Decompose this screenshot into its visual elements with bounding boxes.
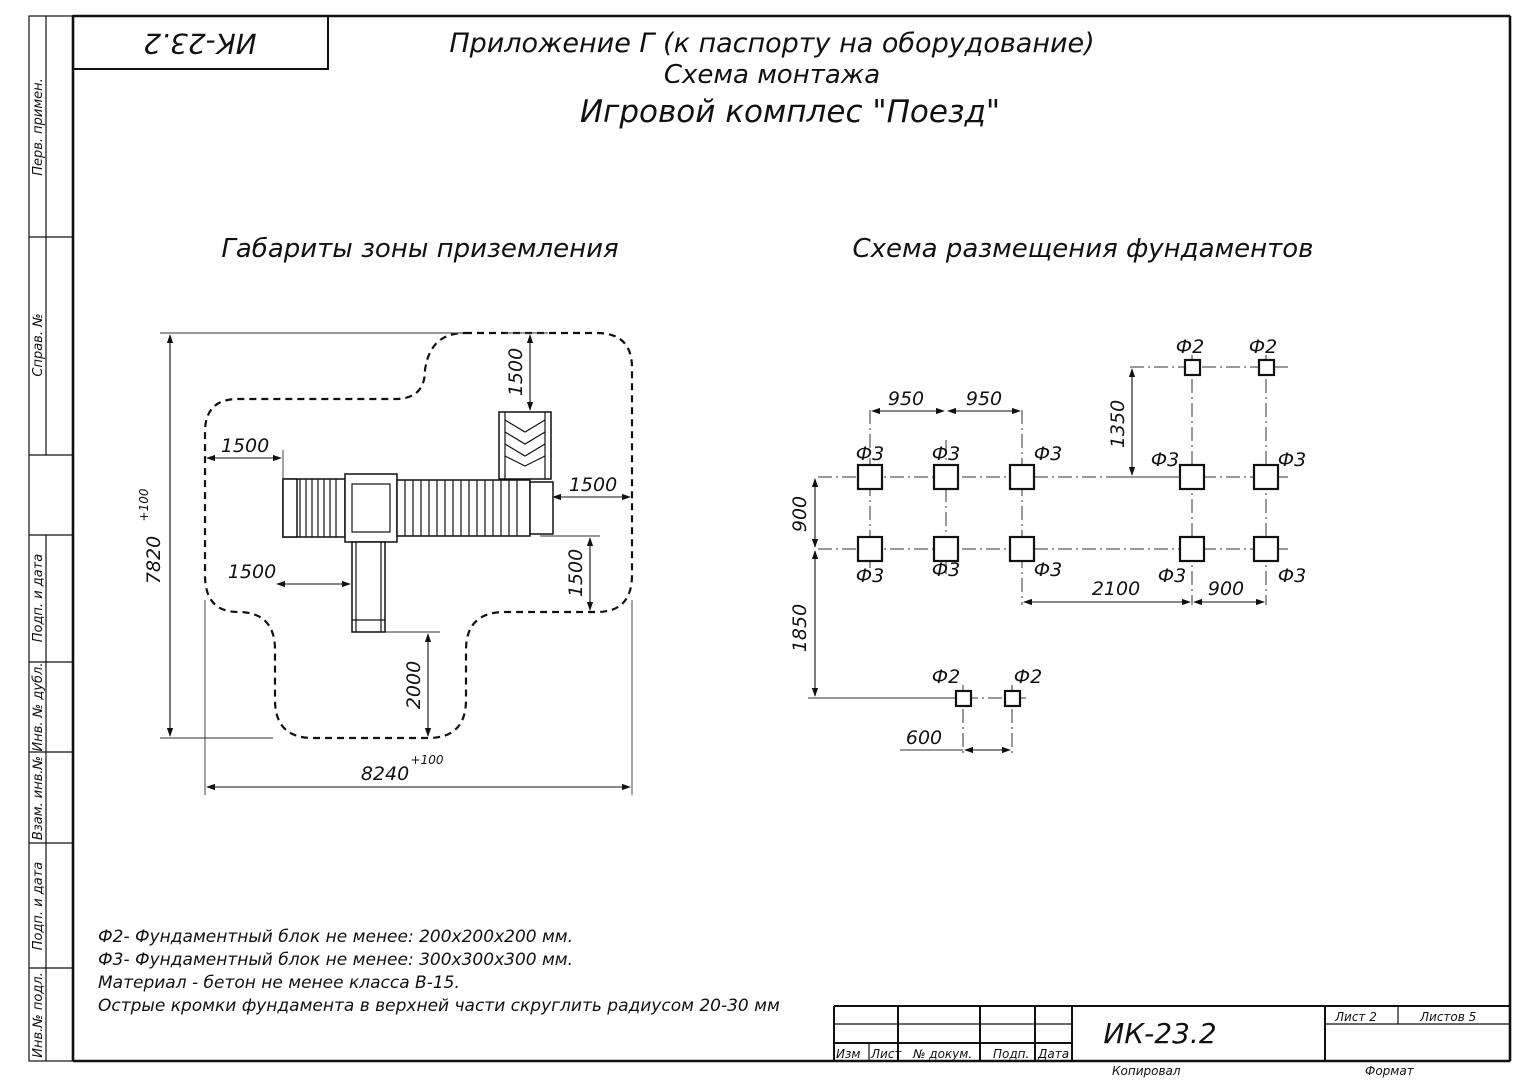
label-f3: Ф3 [856, 443, 884, 465]
tb-code: ИК-23.2 [1103, 1017, 1216, 1050]
label-f3: Ф3 [856, 565, 884, 587]
dim-lower-left: 1500 [228, 561, 276, 583]
label-f3: Ф3 [1158, 565, 1186, 587]
side-label: Справ. № [31, 313, 46, 376]
note-line: Ф3- Фундаментный блок не менее: 300х300х… [98, 950, 573, 970]
dim-span-c: 2100 [1092, 578, 1140, 600]
notes: Ф2- Фундаментный блок не менее: 200х200х… [98, 927, 780, 1016]
corner-code: ИК-23.2 [143, 27, 256, 60]
dim-width: 8240 [361, 763, 409, 785]
note-line: Острые кромки фундамента в верхней части… [98, 996, 780, 1016]
label-f2: Ф2 [1249, 336, 1277, 358]
tb-col-sign: Подп. [993, 1047, 1029, 1061]
side-label: Подп. и дата [31, 862, 46, 951]
label-f3: Ф3 [1278, 449, 1306, 471]
foundation-block-f2 [954, 689, 973, 708]
tb-sheets: Листов 5 [1419, 1010, 1476, 1024]
label-f2: Ф2 [1014, 666, 1042, 688]
dim-pair-gap: 600 [906, 727, 942, 749]
foundation-block-f3 [1178, 535, 1206, 563]
play-equipment [282, 411, 554, 633]
label-f3: Ф3 [1151, 449, 1179, 471]
foundation-block-f3 [1008, 535, 1036, 563]
tb-col-doc: № докум. [912, 1047, 972, 1061]
tb-col-date: Дата [1037, 1047, 1069, 1061]
dim-row-gap: 900 [789, 496, 811, 532]
foundation-block-f3 [1252, 463, 1280, 491]
label-f2: Ф2 [932, 666, 960, 688]
foundation-axes [818, 355, 1290, 755]
label-f2: Ф2 [1176, 336, 1204, 358]
landing-zone-heading: Габариты зоны приземления [221, 234, 618, 264]
title-block: Изм Лист № докум. Подп. Дата ИК-23.2 Лис… [833, 1005, 1510, 1078]
dim-right: 1500 [569, 474, 617, 496]
side-label: Инв. № дубл. [31, 663, 46, 752]
label-f3: Ф3 [1034, 559, 1062, 581]
foundation-block-f3 [1008, 463, 1036, 491]
foundation-blocks [856, 358, 1280, 708]
foundation-block-f3 [856, 535, 884, 563]
foundation-dimensions: 950 950 1350 900 2100 900 1850 600 [789, 368, 1265, 754]
drawing-frame [28, 14, 1512, 1063]
foundation-block-f2 [1003, 689, 1022, 708]
label-f3: Ф3 [932, 443, 960, 465]
side-labels: Перв. примен. Справ. № Подп. и дата Инв.… [31, 78, 46, 1058]
dim-width-tolerance: +100 [411, 753, 444, 767]
foundation-block-f3 [932, 535, 960, 563]
foundation-block-f2 [1257, 358, 1276, 377]
label-f3: Ф3 [1278, 565, 1306, 587]
foundation-block-f3 [1252, 535, 1280, 563]
side-label: Инв.№ подл. [31, 972, 46, 1058]
dim-height-tolerance: +100 [137, 488, 151, 521]
dim-span-b: 950 [966, 388, 1002, 410]
dim-bottom: 2000 [403, 661, 425, 709]
header-line-3: Игровой комплес "Поезд" [580, 94, 1000, 130]
dim-height: 7820 [143, 536, 165, 584]
tb-col-izm: Изм [836, 1047, 860, 1061]
note-line: Материал - бетон не менее класса В-15. [98, 973, 460, 993]
header: Приложение Г (к паспорту на оборудование… [449, 28, 1094, 130]
corner-code-box: ИК-23.2 [72, 15, 329, 70]
foundation-block-f2 [1183, 358, 1202, 377]
tb-format: Формат [1365, 1064, 1415, 1078]
foundation-labels: Ф2 Ф2 Ф3 Ф3 Ф3 Ф3 Ф3 Ф3 Ф3 Ф3 Ф3 Ф3 Ф2 Ф… [856, 336, 1306, 688]
header-line-2: Схема монтажа [664, 60, 880, 90]
tb-copied: Копировал [1112, 1064, 1181, 1078]
landing-zone-dimensions: 1500 1500 1500 1500 1500 2000 7820 +100 … [137, 332, 633, 795]
dim-left: 1500 [221, 435, 269, 457]
side-label: Подп. и дата [31, 554, 46, 643]
foundation-block-f3 [856, 463, 884, 491]
dim-drop: 1850 [789, 604, 811, 652]
side-label: Взам. инв.№ [31, 756, 46, 840]
foundation-block-f3 [1178, 463, 1206, 491]
side-label: Перв. примен. [31, 78, 46, 176]
dim-span-d: 900 [1208, 578, 1244, 600]
dim-riser: 1350 [1107, 400, 1129, 448]
label-f3: Ф3 [932, 559, 960, 581]
dim-top-slide: 1500 [505, 348, 527, 396]
tb-sheet: Лист 2 [1334, 1010, 1377, 1024]
header-line-1: Приложение Г (к паспорту на оборудование… [449, 28, 1094, 59]
foundations-heading: Схема размещения фундаментов [852, 234, 1313, 264]
foundation-block-f3 [932, 463, 960, 491]
note-line: Ф2- Фундаментный блок не менее: 200х200х… [98, 927, 573, 947]
label-f3: Ф3 [1034, 443, 1062, 465]
dim-right-lower: 1500 [565, 549, 587, 597]
landing-zone-outline [203, 331, 634, 740]
dim-span-a: 950 [888, 388, 924, 410]
tb-col-list: Лист [870, 1047, 902, 1061]
